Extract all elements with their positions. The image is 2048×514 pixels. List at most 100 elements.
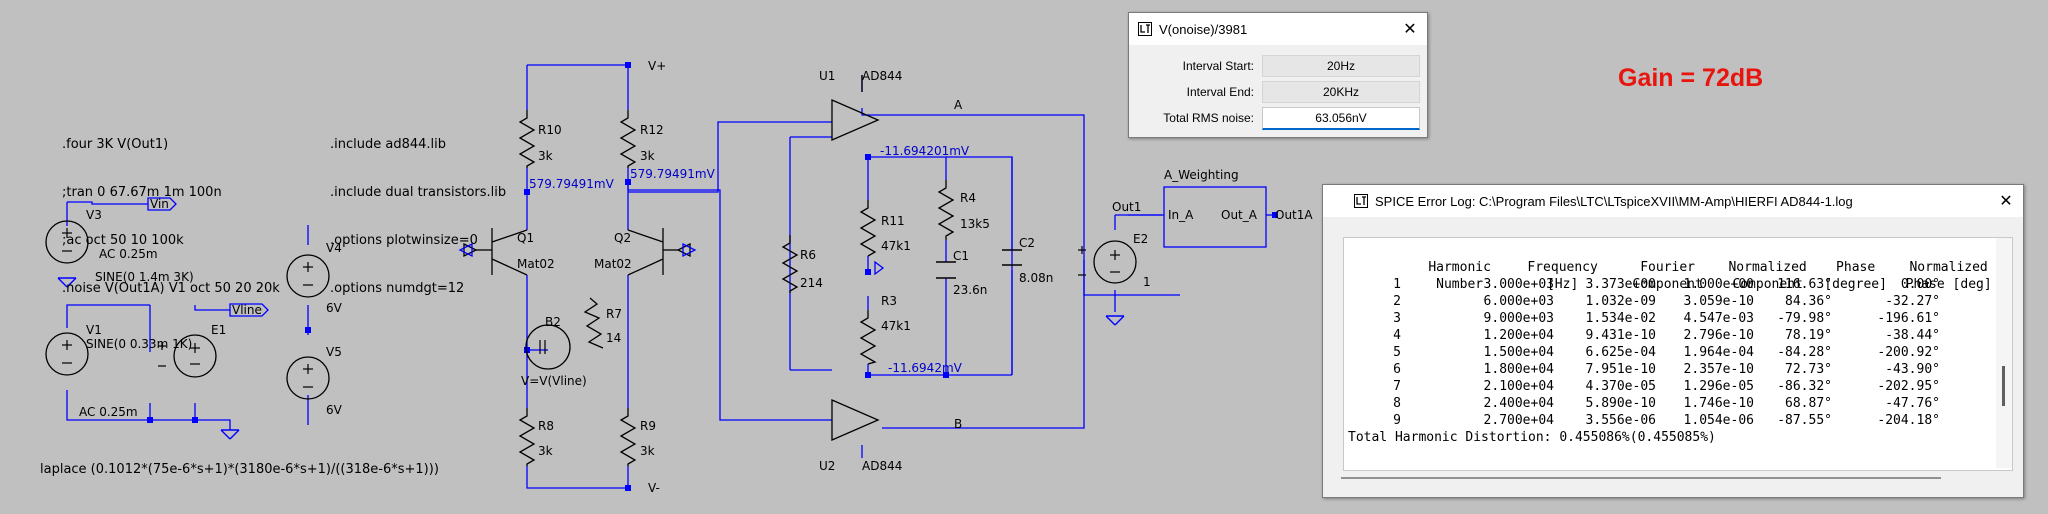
label-u2-model: AD844 bbox=[862, 459, 902, 473]
node-voltage-right: 579.79491mV bbox=[630, 167, 716, 181]
weighting-block-name: A_Weighting bbox=[1164, 168, 1239, 182]
table-cell: 1.200e+04 bbox=[1483, 328, 1554, 343]
source-v4[interactable] bbox=[286, 254, 330, 298]
transistor-q2[interactable] bbox=[627, 228, 691, 276]
resistor-r8 bbox=[518, 408, 536, 466]
label-c2-value: 8.08n bbox=[1019, 271, 1053, 285]
interval-end-field[interactable]: 20KHz bbox=[1262, 81, 1420, 103]
net-flags bbox=[147, 197, 885, 317]
header-cell: [Hz] bbox=[1546, 277, 1579, 292]
resistors[interactable] bbox=[518, 110, 955, 466]
source-b2[interactable] bbox=[525, 324, 571, 370]
spice-error-log-window[interactable]: SPICE Error Log: C:\Program Files\LTC\LT… bbox=[1322, 184, 2024, 498]
resistor-r9 bbox=[619, 408, 637, 466]
table-cell: -86.32° bbox=[1777, 379, 1832, 394]
table-cell: 4.370e-05 bbox=[1585, 379, 1656, 394]
label-r9-value: 3k bbox=[640, 444, 655, 458]
table-cell: -204.18° bbox=[1877, 413, 1940, 428]
horizontal-scrollbar[interactable] bbox=[1341, 473, 2001, 483]
table-cell: 4 bbox=[1393, 328, 1401, 343]
header-cell: Frequency bbox=[1527, 260, 1598, 275]
directive-line: .four 3K V(Out1) bbox=[62, 137, 169, 152]
close-icon[interactable]: ✕ bbox=[1999, 193, 2013, 210]
weighting-block-in: In_A bbox=[1168, 208, 1194, 222]
label-v5-value: 6V bbox=[326, 403, 343, 417]
directive-line: ;ac oct 50 10 100k bbox=[62, 233, 184, 248]
interval-start-field[interactable]: 20Hz bbox=[1262, 55, 1420, 77]
opamp-u2[interactable] bbox=[831, 399, 880, 441]
table-cell: 3.059e-10 bbox=[1683, 294, 1754, 309]
header-cell: Normalized bbox=[1728, 260, 1807, 275]
resistor-r10 bbox=[518, 110, 536, 168]
table-cell: 7.951e-10 bbox=[1585, 362, 1656, 377]
table-cell: -79.98° bbox=[1777, 311, 1832, 326]
interval-start-label: Interval Start: bbox=[1182, 59, 1254, 73]
table-cell: 3.373e+00 bbox=[1585, 277, 1656, 292]
label-v3-ac: AC 0.25m bbox=[99, 247, 158, 261]
table-cell: -32.27° bbox=[1885, 294, 1940, 309]
net-label-a: A bbox=[954, 98, 963, 112]
table-cell: -200.92° bbox=[1877, 345, 1940, 360]
laplace-expression[interactable]: laplace (0.1012*(75e-6*s+1)*(3180e-6*s+1… bbox=[40, 462, 439, 477]
table-cell: -84.28° bbox=[1777, 345, 1832, 360]
table-cell: -196.61° bbox=[1877, 311, 1940, 326]
table-cell: 0.00° bbox=[1900, 277, 1940, 292]
spice-directive-includes[interactable]: .include ad844.lib .include dual transis… bbox=[330, 105, 506, 313]
opamp-u1[interactable] bbox=[831, 75, 880, 141]
spice-directive-analysis[interactable]: .four 3K V(Out1) ;tran 0 67.67m 1m 100n … bbox=[62, 105, 280, 313]
table-cell: 116.63° bbox=[1777, 277, 1832, 292]
noise-dialog[interactable]: V(onoise)/3981 ✕ Interval Start: 20Hz In… bbox=[1128, 12, 1428, 138]
header-cell: Normalized bbox=[1909, 260, 1988, 275]
gain-annotation[interactable]: Gain = 72dB bbox=[1618, 64, 1764, 92]
source-v1[interactable] bbox=[45, 332, 89, 376]
table-cell: 5 bbox=[1393, 345, 1401, 360]
label-e1-name: E1 bbox=[211, 323, 226, 337]
total-rms-field[interactable]: 63.056nV bbox=[1262, 107, 1420, 130]
label-r7-value: 14 bbox=[606, 331, 621, 345]
table-cell: -43.90° bbox=[1885, 362, 1940, 377]
node-voltage-left: 579.79491mV bbox=[529, 177, 615, 191]
label-q1-name: Q1 bbox=[517, 231, 534, 245]
spice-log-titlebar[interactable]: SPICE Error Log: C:\Program Files\LTC\LT… bbox=[1323, 185, 2023, 217]
table-cell: 4.547e-03 bbox=[1683, 311, 1754, 326]
label-r9-name: R9 bbox=[640, 419, 656, 433]
scroll-thumb[interactable] bbox=[2002, 366, 2005, 406]
noise-dialog-titlebar[interactable]: V(onoise)/3981 ✕ bbox=[1129, 13, 1427, 45]
label-b2-name: B2 bbox=[545, 315, 561, 329]
table-cell: 9 bbox=[1393, 413, 1401, 428]
source-e2[interactable] bbox=[1078, 240, 1137, 284]
table-cell: 1.500e+04 bbox=[1483, 345, 1554, 360]
source-e1[interactable] bbox=[158, 334, 217, 378]
table-cell: 7 bbox=[1393, 379, 1401, 394]
source-v5[interactable] bbox=[286, 356, 330, 400]
capacitors[interactable] bbox=[936, 249, 1022, 279]
vertical-scrollbar[interactable] bbox=[1996, 238, 2012, 468]
label-b2-expr: V=V(Vline) bbox=[521, 374, 587, 388]
table-cell: 78.19° bbox=[1785, 328, 1832, 343]
table-cell: 68.87° bbox=[1785, 396, 1832, 411]
close-icon[interactable]: ✕ bbox=[1403, 21, 1417, 38]
scroll-thumb[interactable] bbox=[1341, 477, 1941, 479]
table-cell: 3.000e+03 bbox=[1483, 277, 1554, 292]
table-cell: 2.357e-10 bbox=[1683, 362, 1754, 377]
label-v3-sine: SINE(0 1.4m 3K) bbox=[95, 270, 194, 284]
transistor-q1[interactable] bbox=[463, 228, 528, 276]
header-cell: Component bbox=[1632, 277, 1703, 292]
label-r8-name: R8 bbox=[538, 419, 554, 433]
table-cell: 84.36° bbox=[1785, 294, 1832, 309]
header-cell: [degree] bbox=[1824, 277, 1887, 292]
directive-line: .include dual transistors.lib bbox=[330, 185, 507, 200]
table-cell: 1.800e+04 bbox=[1483, 362, 1554, 377]
table-cell: 2 bbox=[1393, 294, 1401, 309]
label-u1-name: U1 bbox=[819, 69, 835, 83]
net-label-out1a: Out1A bbox=[1275, 208, 1313, 222]
